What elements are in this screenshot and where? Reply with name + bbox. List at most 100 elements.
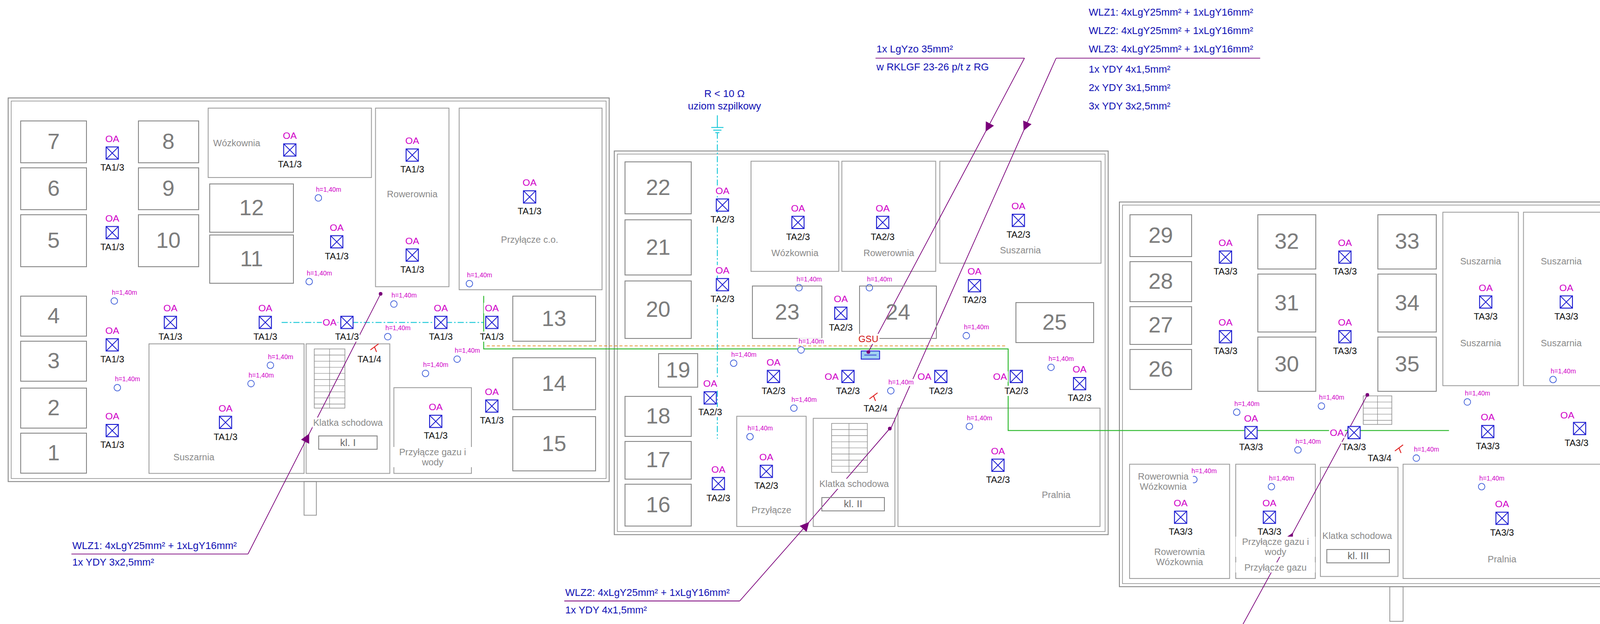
outlet-code: OA (104, 133, 121, 144)
fixture-cross (1496, 512, 1509, 525)
outlet-code: OA (104, 411, 121, 422)
circuit-label: TA3/3 (1563, 437, 1590, 448)
light-fixture (106, 147, 119, 160)
room-wall (1129, 464, 1230, 579)
fixture-box (1573, 422, 1586, 436)
fixture-cross (485, 316, 499, 329)
fixture-cross (164, 316, 177, 329)
outlet-code: OA (483, 303, 500, 314)
earthing-note: R < 10 Ω (703, 88, 746, 100)
room-number: 8 (162, 129, 175, 155)
circuit-label: TA1/3 (252, 331, 279, 342)
outlet-code: OA (1261, 497, 1278, 509)
fixture-box (1481, 425, 1495, 438)
room-name: Przyłącze gazu i wody (1235, 536, 1316, 557)
circuit-label: TA2/3 (985, 474, 1011, 485)
light-fixture (716, 278, 729, 292)
mounting-height: h=1,40m (465, 271, 494, 279)
light-fixture (406, 248, 419, 262)
switch-symbol (267, 361, 274, 369)
room-box: 28 (1129, 261, 1192, 303)
cable-spec: WLZ2: 4xLgY25mm² + 1xLgY16mm² (564, 587, 731, 599)
circuit-label: TA1/3 (399, 264, 425, 275)
mounting-height: h=1,40m (790, 396, 818, 404)
room-number: 6 (47, 176, 60, 201)
outlet-code: OA (990, 445, 1006, 457)
room-number: 26 (1148, 357, 1173, 382)
light-fixture (219, 416, 232, 429)
room-number: 17 (645, 447, 671, 473)
light-fixture (1496, 512, 1509, 525)
room-wall (208, 108, 372, 178)
light-fixture (1010, 370, 1023, 383)
gsu-box (864, 354, 877, 356)
circuit-label: TA2/3 (785, 231, 811, 242)
room-wall (1523, 212, 1600, 386)
outlet-code: OA (1336, 237, 1353, 249)
circuit-label: TA3/3 (1256, 526, 1283, 537)
mounting-height: h=1,40m (865, 275, 894, 283)
stair-tag: kl. I (318, 435, 378, 450)
circuit-label: TA1/3 (99, 162, 126, 173)
mounting-height: h=1,40m (1412, 446, 1440, 454)
outlet-code: OA (874, 202, 891, 214)
leader-line (1242, 395, 1368, 624)
circuit-label: TA2/3 (705, 493, 732, 504)
fixture-cross (106, 424, 119, 437)
room-wall (1235, 464, 1316, 579)
fixture-cross (1481, 425, 1495, 438)
outlet-code: OA (432, 303, 449, 314)
fixture-cross (106, 338, 119, 352)
light-fixture (340, 316, 354, 329)
light-fixture (164, 316, 177, 329)
mounting-height: h=1,40m (730, 351, 758, 359)
outlet-code: OA (790, 202, 806, 214)
leader-line (739, 428, 890, 602)
room-box: 13 (512, 295, 597, 342)
mounting-height: h=1,40m (963, 324, 991, 332)
room-box: 4 (20, 295, 87, 337)
outlet-code: OA (521, 177, 538, 189)
room-box: 26 (1129, 349, 1192, 390)
fixture-cross (1338, 251, 1352, 264)
fixture-box (767, 370, 780, 383)
outlet-code: OA (217, 402, 234, 414)
cable-spec: 1x YDY 3x2,5mm² (71, 556, 155, 568)
entrance-step (1389, 586, 1404, 622)
room-number: 16 (645, 493, 671, 518)
outlet-code: OA (823, 371, 840, 382)
fixture-cross (1073, 377, 1086, 390)
earth-rod-symbol (711, 115, 724, 133)
circuit-label: TA2/3 (1005, 229, 1032, 240)
light-fixture (283, 143, 297, 157)
leader-dot (888, 426, 892, 431)
cable-spec: WLZ3: 4xLgY25mm² + 1xLgY16mm² (1087, 43, 1255, 55)
room-name: Rowerownia (385, 189, 439, 200)
room-box: 27 (1129, 306, 1192, 345)
light-fixture (760, 465, 773, 478)
stairs (314, 349, 345, 409)
light-fixture (406, 149, 419, 162)
fixture-box (841, 370, 855, 383)
room-name: Przyłącze c.o. (499, 234, 559, 245)
circuit-label: TA1/4 (356, 354, 383, 365)
fixture-cross (934, 370, 947, 383)
light-fixture (1338, 330, 1352, 344)
circuit-label: TA2/3 (1066, 392, 1093, 403)
room-box: 24 (859, 285, 937, 339)
fixture-box (791, 216, 805, 229)
fixture-box (712, 477, 725, 490)
room-box: 3 (20, 340, 87, 382)
room-box: 18 (624, 395, 692, 437)
outlet-code: OA (1243, 412, 1259, 424)
cable-spec: WLZ1: 4xLgY25mm² + 1xLgY16mm² (71, 540, 238, 552)
fixture-cross (760, 465, 773, 478)
room-wall (375, 108, 450, 287)
fixture-box (716, 278, 729, 292)
fixture-cross (1012, 214, 1025, 227)
switch-symbol (887, 387, 895, 395)
room-name: Rowerownia Wózkownia (1133, 471, 1193, 492)
fixture-box (1338, 251, 1352, 264)
mounting-height: h=1,40m (1294, 438, 1322, 446)
leader-line (890, 57, 1056, 429)
